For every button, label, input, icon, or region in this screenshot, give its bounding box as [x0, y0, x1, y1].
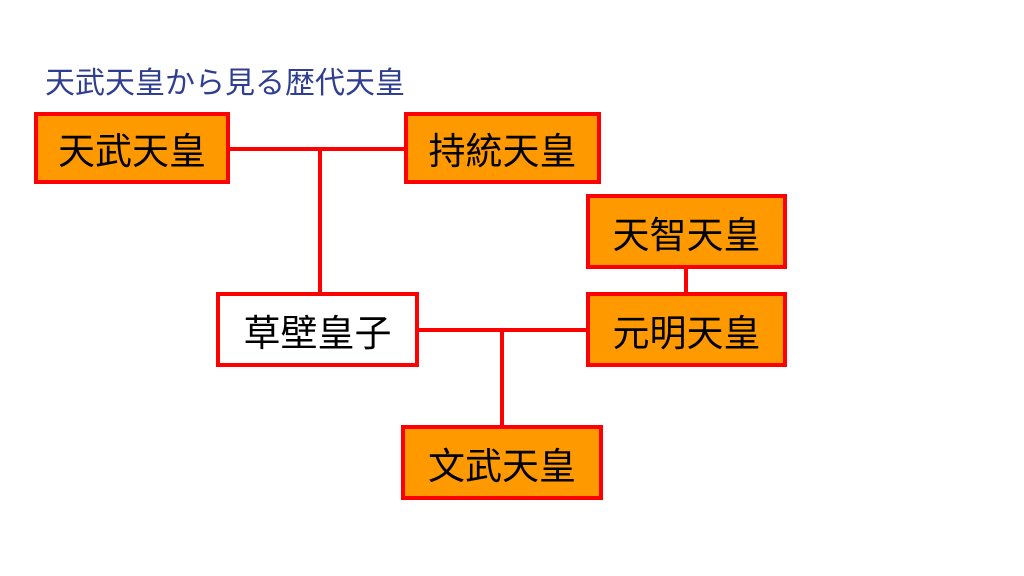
node-label: 持統天皇	[428, 130, 577, 173]
node-tenmu: 天武天皇	[34, 112, 230, 184]
node-label: 元明天皇	[612, 311, 761, 355]
node-label: 文武天皇	[428, 444, 576, 488]
node-jito: 持統天皇	[404, 112, 601, 184]
connector-to-kusakabe	[318, 147, 322, 294]
node-monmu: 文武天皇	[401, 425, 603, 500]
node-tenji: 天智天皇	[586, 194, 787, 269]
node-genmei: 元明天皇	[586, 292, 787, 367]
connector-tenji-genmei	[684, 267, 688, 295]
node-label: 天智天皇	[612, 213, 761, 257]
node-label: 天武天皇	[58, 130, 206, 173]
node-label: 草壁皇子	[243, 311, 392, 355]
node-kusakabe: 草壁皇子	[216, 292, 419, 367]
connector-to-monmu	[500, 328, 504, 428]
diagram-title: 天武天皇から見る歴代天皇	[45, 66, 405, 101]
